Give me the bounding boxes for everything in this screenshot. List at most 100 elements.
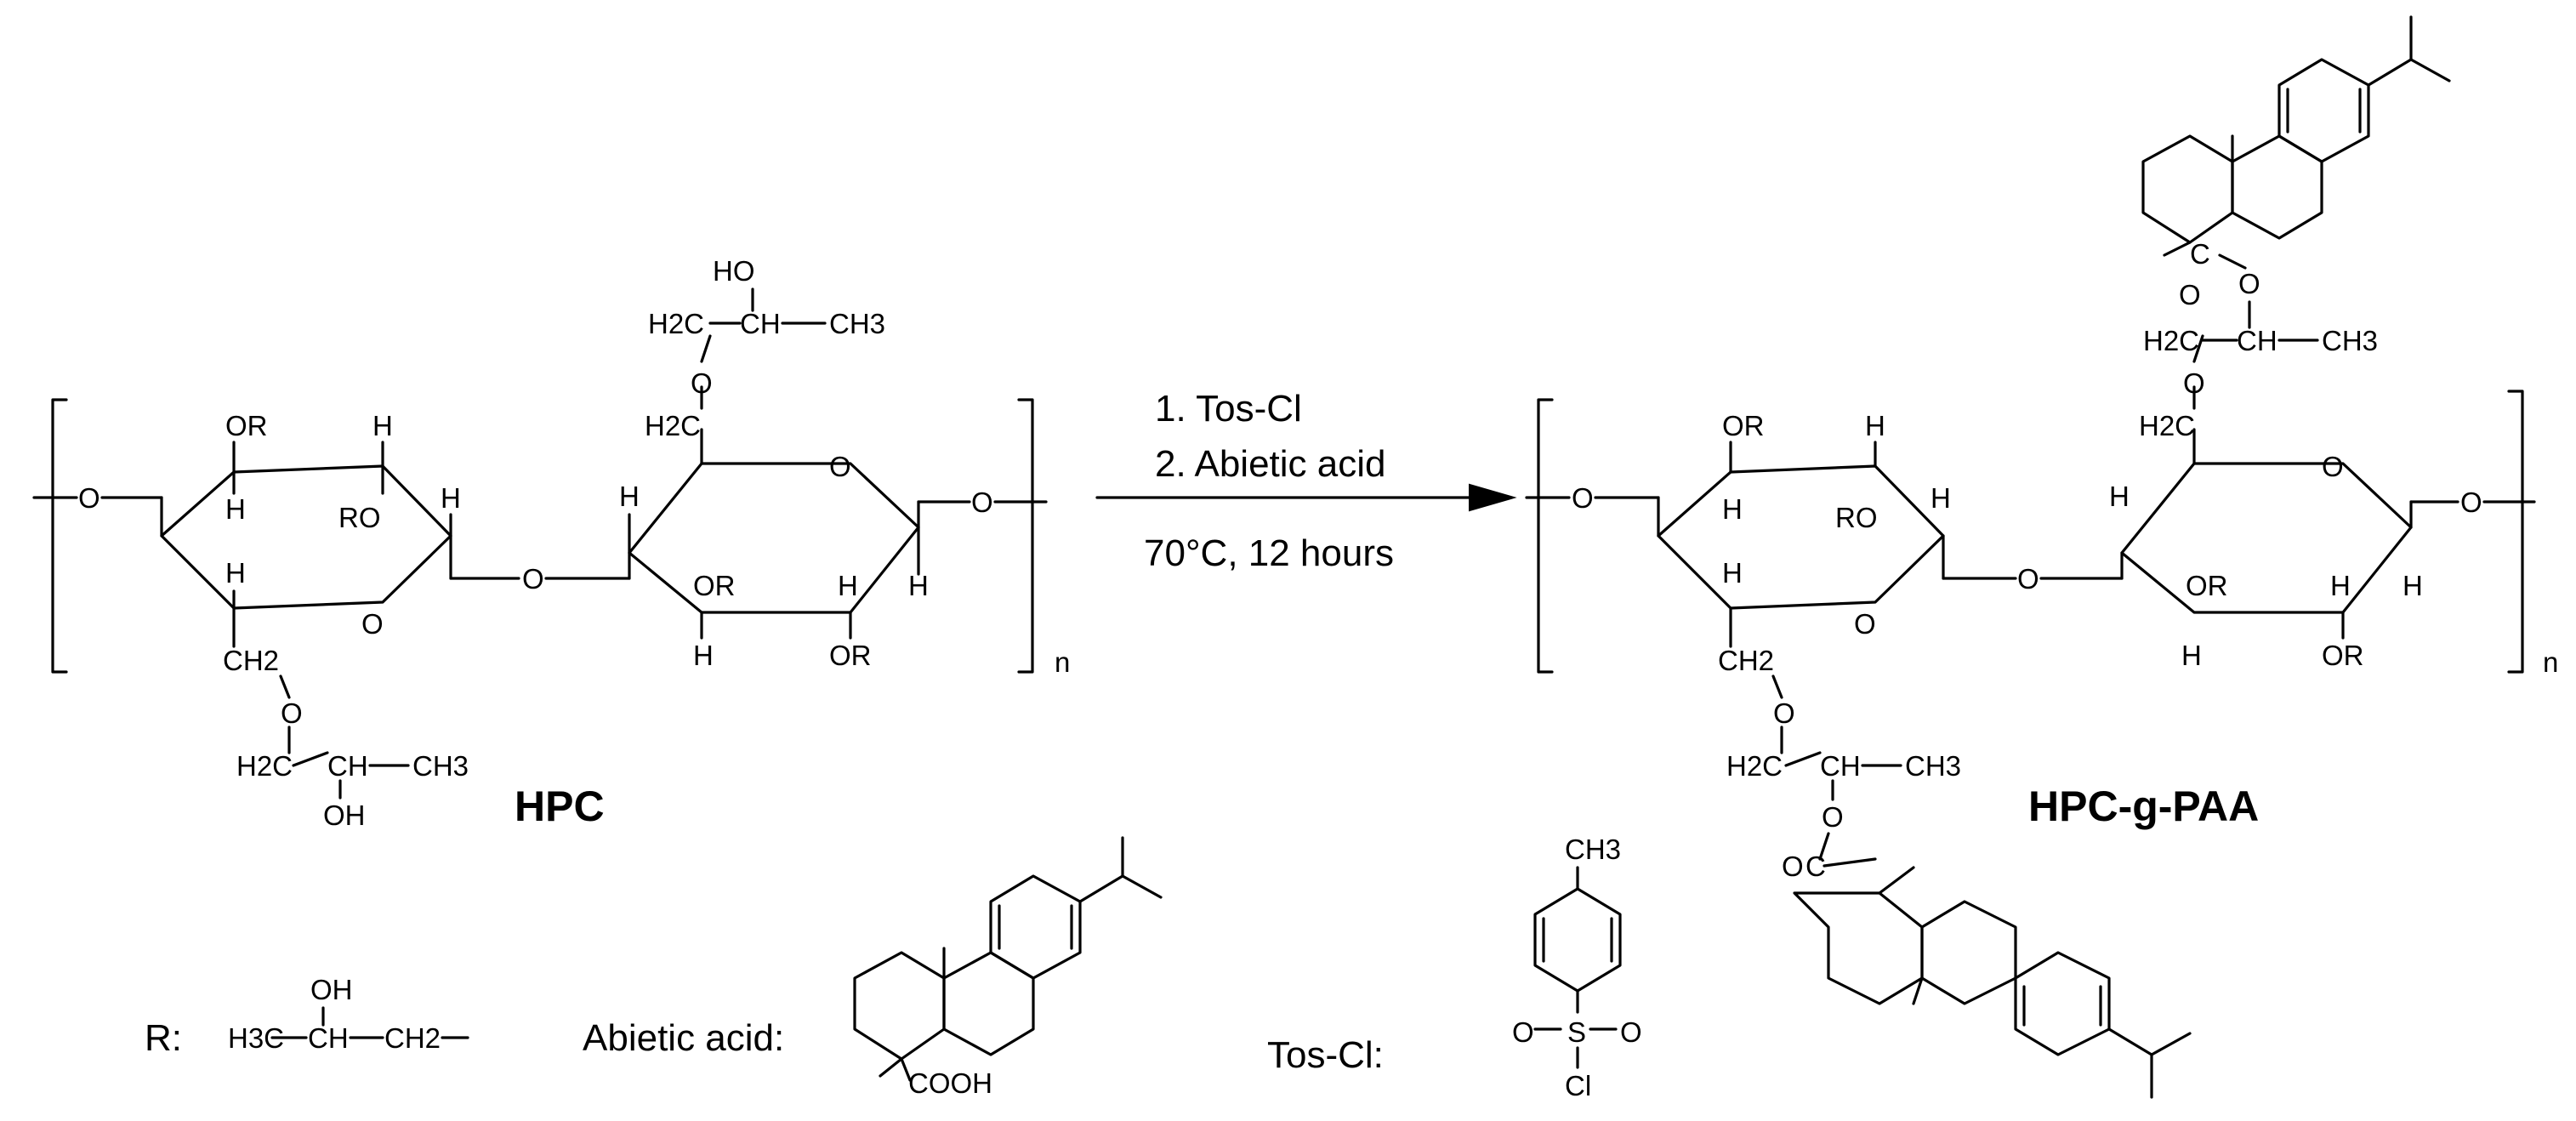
product-upper-ring-b [2231, 134, 2323, 240]
svg-text:H2C: H2C [236, 750, 293, 782]
svg-text:OR: OR [693, 570, 736, 601]
svg-text:O: O [2017, 563, 2039, 595]
svg-text:H: H [225, 493, 246, 525]
product-label: HPC-g-PAA [2028, 782, 2259, 830]
svg-text:O: O [2322, 451, 2344, 482]
svg-text:O: O [1512, 1016, 1534, 1048]
reaction-arrow-group: 1. Tos-Cl 2. Abietic acid 70°C, 12 hours [1095, 388, 1517, 574]
product-upper-ring-a [2141, 134, 2234, 244]
reaction-step-1: 1. Tos-Cl [1155, 388, 1302, 430]
svg-text:H: H [2181, 640, 2202, 671]
svg-text:O: O [2179, 279, 2201, 310]
svg-text:RO: RO [338, 502, 381, 533]
svg-text:H: H [1722, 493, 1743, 525]
svg-text:OR: OR [829, 640, 872, 671]
svg-text:CH3: CH3 [412, 750, 469, 782]
hpc-left-bracket [51, 398, 68, 674]
svg-text:CH3: CH3 [829, 308, 885, 339]
product-upper-aromatic [2277, 58, 2370, 163]
svg-text:H: H [225, 557, 246, 589]
svg-text:CH: CH [2237, 325, 2277, 356]
svg-text:HO: HO [713, 255, 755, 287]
svg-text:H2C: H2C [2139, 410, 2195, 441]
reaction-conditions: 70°C, 12 hours [1144, 532, 1394, 574]
svg-text:Cl: Cl [1565, 1070, 1591, 1101]
svg-text:H: H [2403, 570, 2423, 601]
svg-text:C: C [1805, 851, 1826, 882]
svg-text:O: O [1854, 608, 1876, 640]
product-right-ring [2120, 462, 2413, 614]
svg-text:H: H [1931, 482, 1951, 514]
svg-text:CH: CH [327, 750, 368, 782]
svg-text:H: H [1865, 410, 1885, 441]
svg-text:H: H [372, 410, 393, 441]
svg-text:O: O [1782, 851, 1804, 882]
legend-tos-cl: Tos-Cl: CH3 O S O Cl [1267, 834, 1642, 1101]
svg-text:H: H [1722, 557, 1743, 589]
product-lower-aromatic [2014, 951, 2111, 1056]
svg-text:O: O [691, 367, 713, 399]
svg-text:OR: OR [2186, 570, 2228, 601]
svg-text:H: H [908, 570, 929, 601]
svg-text:H: H [2109, 481, 2130, 512]
svg-text:CH: CH [740, 308, 781, 339]
svg-text:O: O [1822, 801, 1844, 833]
svg-text:CH3: CH3 [1905, 750, 1961, 782]
svg-text:OH: OH [323, 799, 366, 831]
svg-text:CH2: CH2 [384, 1022, 441, 1054]
svg-text:CH3: CH3 [1565, 834, 1621, 865]
svg-text:O: O [522, 563, 544, 595]
svg-text:O: O [971, 487, 993, 518]
svg-text:H2C: H2C [1726, 750, 1783, 782]
svg-text:H2C: H2C [645, 410, 701, 441]
svg-text:O: O [1572, 482, 1594, 514]
abietic-ring-b [942, 951, 1035, 1056]
svg-text:O: O [78, 482, 100, 514]
svg-text:O: O [2183, 367, 2205, 399]
svg-text:RO: RO [1835, 502, 1878, 533]
svg-text:C: C [2190, 238, 2210, 270]
product-structure: n O OR H H RO H H O CH2 O H2C CH CH3 O O… [1525, 15, 2558, 1099]
svg-text:O: O [1620, 1016, 1642, 1048]
reaction-step-2: 2. Abietic acid [1155, 443, 1386, 485]
legend-abietic-label: Abietic acid: [583, 1017, 784, 1059]
abietic-aromatic [989, 874, 1082, 980]
svg-text:H: H [441, 482, 461, 514]
svg-text:O: O [2238, 268, 2260, 299]
product-lower-ring-a [1793, 891, 1924, 1005]
hpc-right-bracket [1017, 398, 1034, 674]
svg-text:CH3: CH3 [2322, 325, 2378, 356]
svg-text:H: H [2330, 570, 2351, 601]
reaction-arrowhead [1469, 483, 1517, 512]
svg-text:H: H [619, 481, 640, 512]
product-left-ring [1657, 464, 1945, 610]
hpc-repeat-n: n [1055, 646, 1070, 678]
svg-text:CH2: CH2 [223, 645, 279, 676]
hpc-right-ring [628, 462, 920, 614]
product-lower-ring-b [1920, 900, 2017, 1005]
hpc-structure: n O OR H H RO H H O CH2 O H2C CH CH3 OH [32, 255, 1070, 831]
svg-text:O: O [361, 608, 384, 640]
legend-abietic-acid: Abietic acid: COOH [583, 836, 1163, 1099]
svg-text:O: O [1773, 697, 1795, 729]
svg-text:O: O [829, 451, 851, 482]
svg-text:OH: OH [310, 974, 353, 1005]
svg-text:OR: OR [225, 410, 268, 441]
product-right-bracket [2507, 390, 2524, 674]
hpc-left-ring [160, 464, 452, 610]
hpc-label: HPC [515, 782, 605, 830]
product-repeat-n: n [2543, 646, 2558, 678]
legend-r: R: H3C CH CH2 OH [145, 974, 469, 1059]
svg-text:OR: OR [1722, 410, 1765, 441]
svg-text:H: H [838, 570, 858, 601]
svg-text:H: H [693, 640, 714, 671]
svg-text:H2C: H2C [2143, 325, 2199, 356]
abietic-ring-a [853, 951, 946, 1061]
svg-text:S: S [1567, 1016, 1586, 1048]
svg-text:O: O [281, 697, 303, 729]
svg-text:CH: CH [1820, 750, 1861, 782]
product-left-bracket [1537, 398, 1554, 674]
svg-text:CH: CH [308, 1022, 349, 1054]
svg-text:O: O [2460, 487, 2482, 518]
